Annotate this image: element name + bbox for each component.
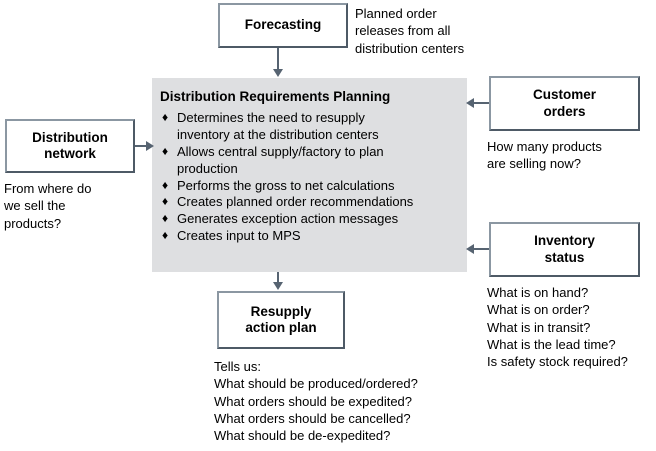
forecasting-note-line-2: releases from all xyxy=(355,23,451,39)
arrowhead-forecasting-to-drp xyxy=(273,69,283,77)
inventory-status-note-line-5: Is safety stock required? xyxy=(487,354,628,370)
connector-drp-to-resupply xyxy=(277,272,279,283)
drp-bullet-item: ♦ Allows central supply/factory to plan … xyxy=(162,144,462,178)
connector-inventory-status-to-drp xyxy=(474,248,489,250)
arrowhead-inventory-status-to-drp xyxy=(466,244,474,254)
distribution-network-note: From where do we sell the products? xyxy=(4,180,91,232)
drp-panel-title: Distribution Requirements Planning xyxy=(160,89,391,104)
forecasting-box[interactable]: Forecasting xyxy=(218,3,348,48)
customer-orders-note-line-2: are selling now? xyxy=(487,156,581,172)
resupply-action-plan-box-line-1: Resupply xyxy=(250,303,312,319)
resupply-action-plan-box[interactable]: Resupply action plan xyxy=(217,291,345,349)
diamond-bullet-icon: ♦ xyxy=(162,194,169,209)
drp-bullet-text: Determines the need to resupply inventor… xyxy=(177,110,379,142)
distribution-network-note-line-2: we sell the xyxy=(4,198,66,214)
inventory-status-box-line-2: status xyxy=(544,249,585,265)
distribution-network-box[interactable]: Distribution network xyxy=(5,119,135,173)
drp-panel xyxy=(152,78,467,272)
drp-bullet-item: ♦ Generates exception action messages xyxy=(162,211,462,228)
distribution-network-box-line-2: network xyxy=(44,146,96,161)
customer-orders-box[interactable]: Customer orders xyxy=(489,76,640,131)
drp-bullet-item: ♦ Performs the gross to net calculations xyxy=(162,178,462,195)
resupply-note-line-5: What should be de-expedited? xyxy=(214,428,391,444)
connector-forecasting-to-drp xyxy=(277,48,279,70)
distribution-network-box-line-1: Distribution xyxy=(32,129,108,145)
inventory-status-note-line-4: What is the lead time? xyxy=(487,337,616,353)
inventory-status-note-line-2: What is on order? xyxy=(487,302,590,318)
inventory-status-note: What is on hand? What is on order? What … xyxy=(487,284,628,371)
customer-orders-box-line-1: Customer xyxy=(532,87,596,103)
arrowhead-drp-to-resupply xyxy=(273,282,283,290)
forecasting-box-label: Forecasting xyxy=(244,17,322,33)
diamond-bullet-icon: ♦ xyxy=(162,177,169,192)
diamond-bullet-icon: ♦ xyxy=(162,110,169,124)
arrowhead-customer-orders-to-drp xyxy=(466,98,474,108)
inventory-status-box-line-1: Inventory xyxy=(534,233,595,249)
drp-bullet-text: Performs the gross to net calculations xyxy=(177,177,395,193)
connector-distribution-network-to-drp xyxy=(135,145,147,147)
drp-bullet-item: ♦ Creates planned order recommendations xyxy=(162,194,462,211)
diamond-bullet-icon: ♦ xyxy=(162,143,169,158)
resupply-action-plan-box-line-2: action plan xyxy=(245,320,317,335)
drp-bullet-text: Allows central supply/factory to plan pr… xyxy=(177,143,384,176)
drp-bullet-item: ♦ Creates input to MPS xyxy=(162,228,462,245)
diamond-bullet-icon: ♦ xyxy=(162,211,169,226)
diamond-bullet-icon: ♦ xyxy=(162,228,169,243)
distribution-network-note-line-1: From where do xyxy=(4,181,92,196)
drp-bullet-text: Creates input to MPS xyxy=(177,228,301,244)
arrowhead-distribution-network-to-drp xyxy=(146,141,154,151)
drp-bullet-list: ♦ Determines the need to resupply invent… xyxy=(162,110,462,245)
forecasting-note-line-1: Planned order xyxy=(355,6,437,21)
resupply-note-line-3: What orders should be expedited? xyxy=(214,393,413,409)
inventory-status-note-line-1: What is on hand? xyxy=(487,285,589,300)
resupply-action-plan-note: Tells us: What should be produced/ordere… xyxy=(214,358,418,445)
resupply-note-line-4: What orders should be cancelled? xyxy=(214,411,411,427)
resupply-note-line-2: What should be produced/ordered? xyxy=(214,376,418,392)
drp-bullet-text: Generates exception action messages xyxy=(177,211,399,227)
customer-orders-box-line-2: orders xyxy=(543,103,586,119)
forecasting-note: Planned order releases from all distribu… xyxy=(355,5,464,57)
drp-bullet-text: Creates planned order recommendations xyxy=(177,194,414,210)
resupply-note-line-1: Tells us: xyxy=(214,359,261,374)
inventory-status-box[interactable]: Inventory status xyxy=(489,222,640,277)
inventory-status-note-line-3: What is in transit? xyxy=(487,319,591,335)
distribution-network-note-line-3: products? xyxy=(4,215,62,231)
customer-orders-note: How many products are selling now? xyxy=(487,138,602,173)
drp-bullet-item: ♦ Determines the need to resupply invent… xyxy=(162,110,462,144)
forecasting-note-line-3: distribution centers xyxy=(355,40,465,56)
customer-orders-note-line-1: How many products xyxy=(487,139,602,154)
connector-customer-orders-to-drp xyxy=(474,102,489,104)
